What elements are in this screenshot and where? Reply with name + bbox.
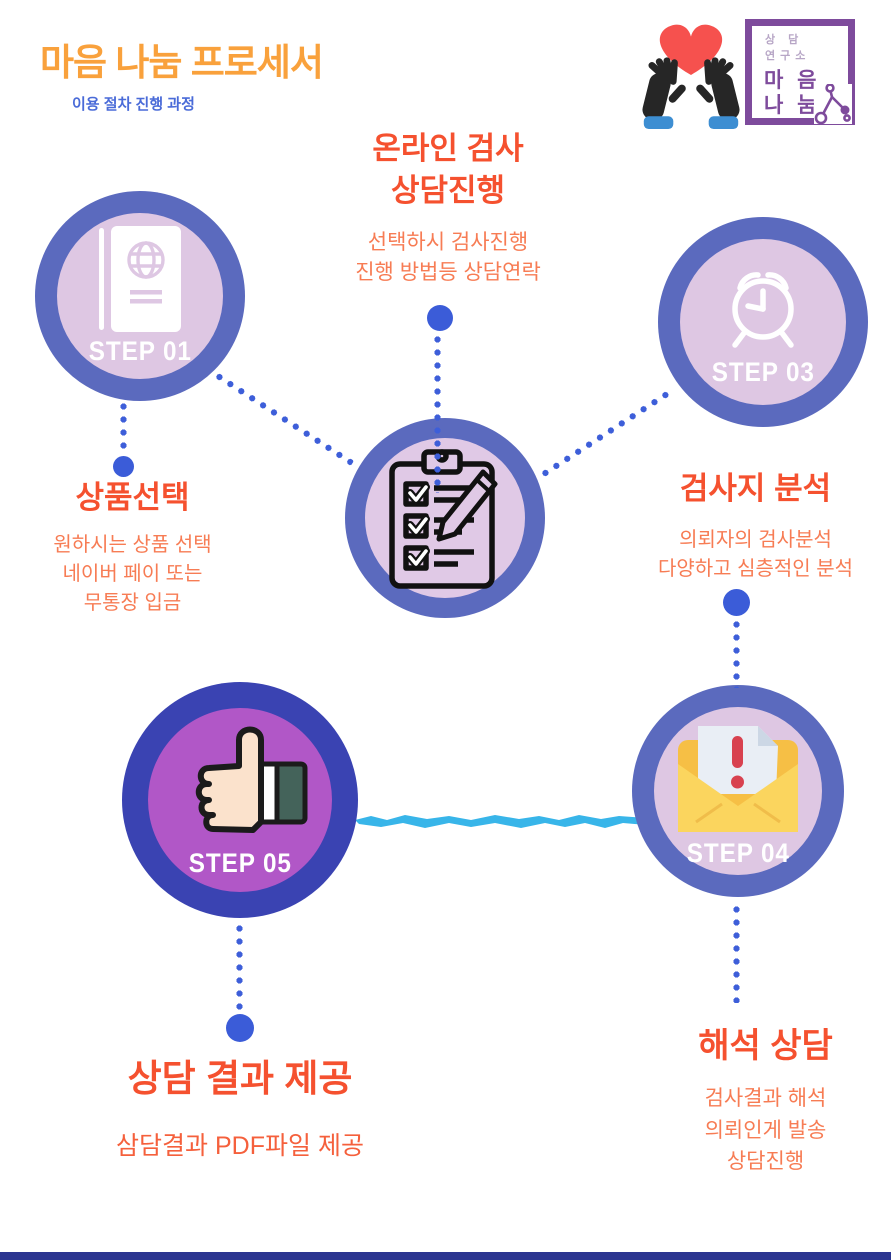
step-05-label: STEP 05 (188, 847, 292, 878)
footer-accent-bar (0, 1252, 891, 1260)
brand-small-text: 상 담 연구소 (765, 34, 811, 62)
thumbs-up-icon (195, 726, 308, 833)
end-dot-online-test (427, 305, 453, 331)
brush-stroke-connector (355, 815, 647, 828)
analysis-block: 검사지 분석 의뢰자의 검사분석 다양하고 심층적인 분석 (628, 463, 883, 584)
alarm-clock-icon (732, 271, 794, 348)
page-title: 마음 나눔 프로세서 (40, 42, 324, 83)
end-dot-result (226, 1014, 254, 1042)
dotted-line-step1-to-step2 (212, 370, 355, 467)
brand-logo-box: 상 담 연구소 마 음 나 눔 (745, 19, 855, 125)
result-body: 삼담결과 PDF파일 제공 (116, 1132, 364, 1160)
page-subtitle: 이용 절차 진행 과정 (72, 96, 195, 113)
end-dot-product-select (113, 456, 134, 477)
analysis-title: 검사지 분석 (679, 471, 832, 506)
interpret-body: 검사결과 해석 의뢰인게 발송 상담진행 (704, 1087, 827, 1173)
online-test-block: 온라인 검사 상담진행 선택하시 검사진행 진행 방법등 상담연락 (298, 128, 598, 289)
interpret-block: 해석 상담 검사결과 해석 의뢰인게 발송 상담진행 (638, 1018, 891, 1178)
product-select-title: 상품선택 (75, 480, 190, 515)
end-dot-analysis (723, 589, 750, 616)
step-03-circle: STEP 03 (658, 217, 868, 427)
step-04-label: STEP 04 (686, 837, 790, 868)
interpret-title: 해석 상담 (698, 1027, 833, 1065)
online-test-body: 선택하시 검사진행 진행 방법등 상담연락 (355, 230, 541, 285)
step-01-circle: STEP 01 (35, 191, 245, 401)
clipboard-checklist-icon (389, 449, 498, 589)
dotted-line-step4-down (733, 903, 740, 1003)
product-select-block: 상품선택 원하시는 상품 선택 네이버 페이 또는 무통장 입금 (25, 472, 240, 618)
passport-book-icon (99, 225, 181, 332)
hands-holding-heart-icon (642, 24, 740, 130)
step-02-circle (345, 418, 545, 618)
result-title: 상담 결과 제공 (127, 1058, 353, 1099)
dotted-line-step5-down (236, 922, 243, 1010)
dotted-line-analysis-to-step4 (733, 618, 740, 688)
analysis-body: 의뢰자의 검사분석 다양하고 심층적인 분석 (657, 529, 854, 580)
online-test-title: 온라인 검사 상담진행 (372, 131, 524, 208)
sprout-branch-icon (814, 84, 852, 124)
step-03-label: STEP 03 (711, 356, 815, 387)
step-05-circle: STEP 05 (122, 682, 358, 918)
result-block: 상담 결과 제공 삼담결과 PDF파일 제공 (85, 1048, 395, 1164)
dotted-line-step1-down (120, 400, 127, 452)
step-01-label: STEP 01 (88, 335, 192, 366)
dotted-line-center-vertical (434, 333, 441, 493)
brand-big-text: 마 음 나 눔 (764, 69, 821, 118)
product-select-body: 원하시는 상품 선택 네이버 페이 또는 무통장 입금 (53, 534, 212, 614)
step-04-circle: STEP 04 (632, 685, 844, 897)
envelope-alert-icon (678, 725, 798, 832)
